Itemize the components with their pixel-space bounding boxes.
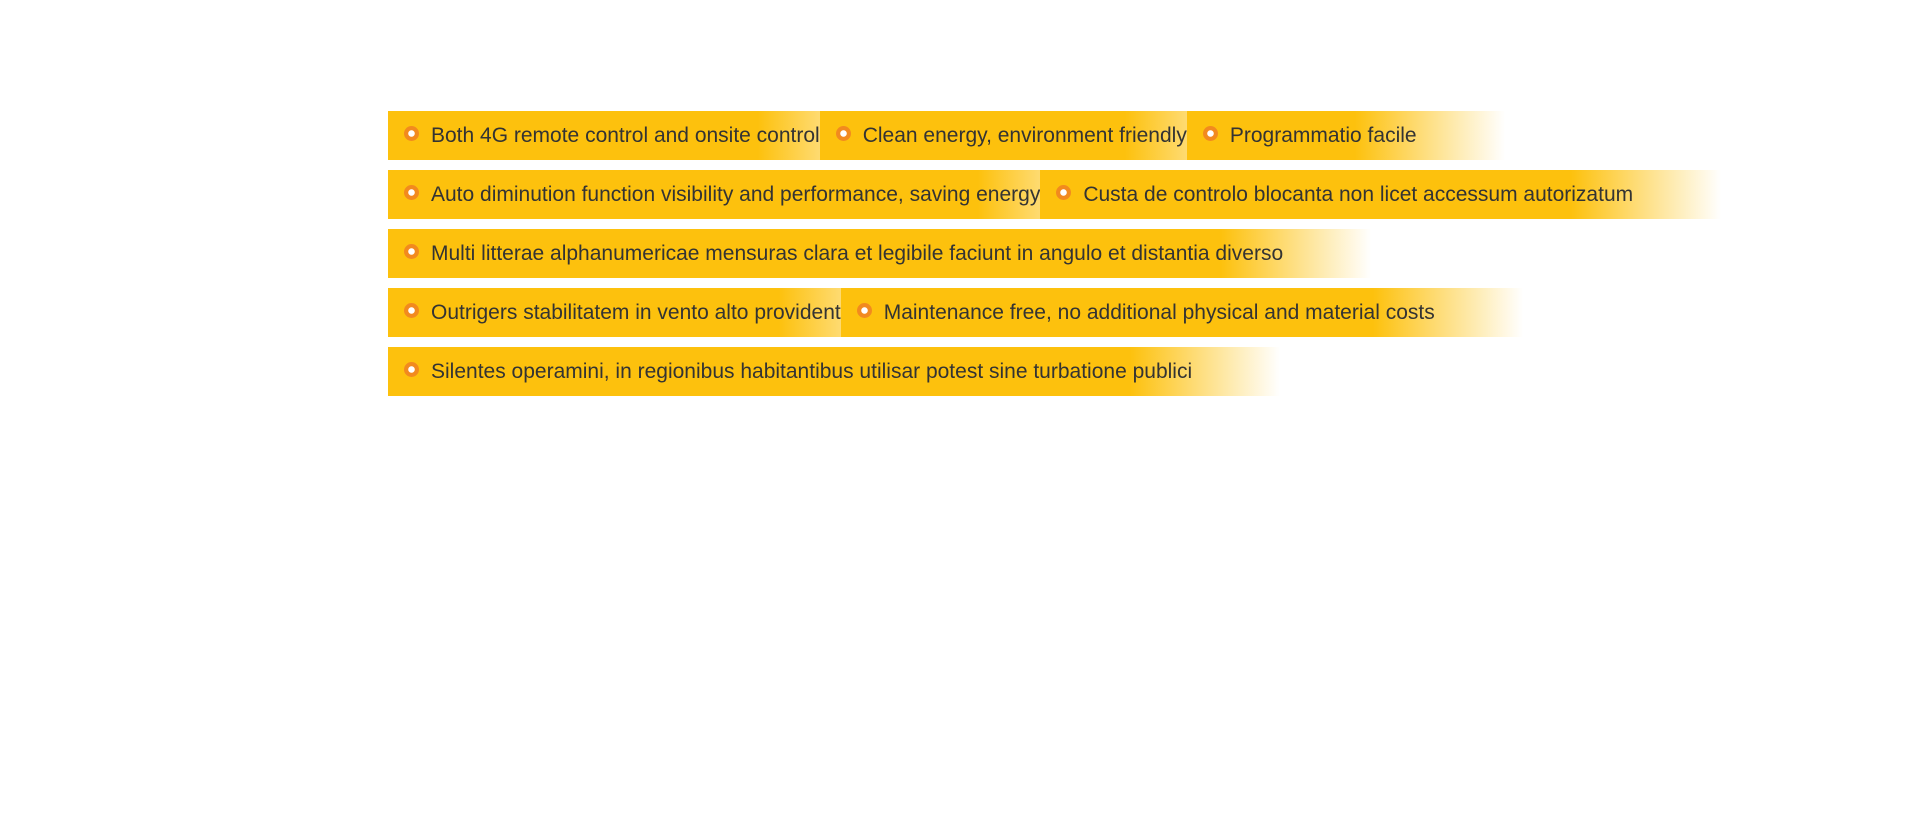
feature-item: Auto diminution function visibility and … (388, 170, 1129, 219)
circle-bullet-icon (404, 303, 419, 318)
feature-row: Outrigers stabilitatem in vento alto pro… (388, 288, 1828, 337)
feature-item: Multi litterae alphanumericae mensuras c… (388, 229, 1372, 278)
feature-text: Clean energy, environment friendly (862, 124, 1187, 147)
feature-row: Both 4G remote control and onsite contro… (388, 111, 1828, 160)
circle-bullet-icon (404, 185, 419, 200)
feature-text: Both 4G remote control and onsite contro… (431, 124, 820, 147)
circle-bullet-icon (404, 126, 419, 141)
feature-row: Multi litterae alphanumericae mensuras c… (388, 229, 1828, 278)
circle-bullet-icon (856, 303, 872, 318)
feature-item: Custa de controlo blocanta non licet acc… (1040, 170, 1722, 219)
circle-bullet-icon (1202, 126, 1218, 141)
feature-row: Silentes operamini, in regionibus habita… (388, 347, 1828, 396)
feature-text: Programmatio facile (1229, 124, 1417, 147)
circle-bullet-icon (404, 244, 419, 259)
feature-text: Silentes operamini, in regionibus habita… (431, 360, 1193, 383)
circle-bullet-icon (835, 126, 851, 141)
circle-bullet-icon (1056, 185, 1072, 200)
feature-text: Outrigers stabilitatem in vento alto pro… (431, 301, 841, 324)
feature-item: Programmatio facile (1186, 111, 1505, 160)
feature-text: Auto diminution function visibility and … (431, 183, 1041, 206)
feature-item: Maintenance free, no additional physical… (840, 288, 1523, 337)
feature-item: Outrigers stabilitatem in vento alto pro… (388, 288, 929, 337)
feature-row: Auto diminution function visibility and … (388, 170, 1828, 219)
feature-text: Maintenance free, no additional physical… (883, 301, 1435, 324)
feature-list: Both 4G remote control and onsite contro… (388, 111, 1828, 406)
feature-text: Multi litterae alphanumericae mensuras c… (431, 242, 1284, 265)
circle-bullet-icon (404, 362, 419, 377)
feature-text: Custa de controlo blocanta non licet acc… (1083, 183, 1634, 206)
feature-item: Silentes operamini, in regionibus habita… (388, 347, 1281, 396)
